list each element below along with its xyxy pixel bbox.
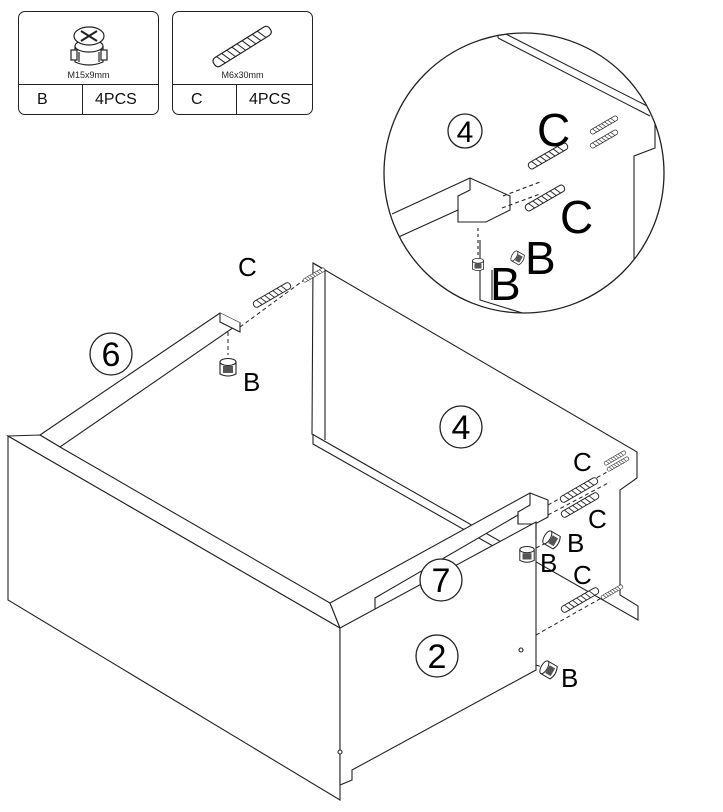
hardware-letter: C: [173, 85, 237, 114]
hardware-card-b: M15x9mm B 4PCS: [18, 11, 159, 115]
label-c-right-3: C: [573, 560, 592, 590]
hardware-size: M15x9mm: [67, 70, 110, 80]
cam-left: [219, 357, 237, 377]
left-side-rail: [38, 312, 242, 448]
badge-front-rail: [419, 558, 463, 602]
detail-label-c-bottom: C: [560, 191, 593, 243]
hardware-size: M6x30mm: [221, 70, 264, 80]
hardware-quantity: 4PCS: [95, 90, 137, 108]
label-c-right-2: C: [588, 504, 607, 534]
cam-right-3: [537, 658, 560, 681]
badge-front-panel: [415, 634, 459, 678]
hardware-quantity: 4PCS: [249, 90, 291, 108]
detail-label-c-top: C: [537, 104, 570, 156]
panel-number-front: 2: [428, 638, 447, 676]
panel-number-front-rail: 7: [432, 562, 451, 600]
detail-label-b-lower: B: [490, 258, 521, 310]
panel-number-left-rail: 6: [102, 336, 121, 374]
label-b-right-2: B: [540, 548, 557, 578]
hardware-card-c: M6x30mm C 4PCS: [172, 11, 313, 115]
badge-back-panel: [439, 405, 483, 449]
label-c-right-1: C: [573, 447, 592, 477]
cam-right-1: [519, 545, 535, 563]
detail-cam-lower: [472, 257, 484, 271]
dowel-left: [251, 281, 293, 309]
detail-label-b-right: B: [525, 232, 556, 284]
dowel-right-3: [559, 586, 601, 614]
detail-magnifier: 4 C C B B: [383, 32, 665, 314]
label-c-left: C: [238, 252, 257, 282]
badge-left-rail: [89, 332, 133, 376]
detail-panel-number: 4: [457, 116, 474, 149]
detail-panel-badge: [447, 113, 483, 149]
hardware-letter: B: [19, 85, 83, 114]
cam-lock-nut-icon: [19, 12, 158, 72]
front-panel-face: [7, 435, 341, 801]
label-b-right-3: B: [561, 663, 578, 693]
panel-number-back: 4: [452, 409, 471, 447]
wooden-dowel-icon: [173, 12, 312, 72]
label-b-right-1: B: [567, 528, 584, 558]
label-b-left: B: [243, 367, 260, 397]
